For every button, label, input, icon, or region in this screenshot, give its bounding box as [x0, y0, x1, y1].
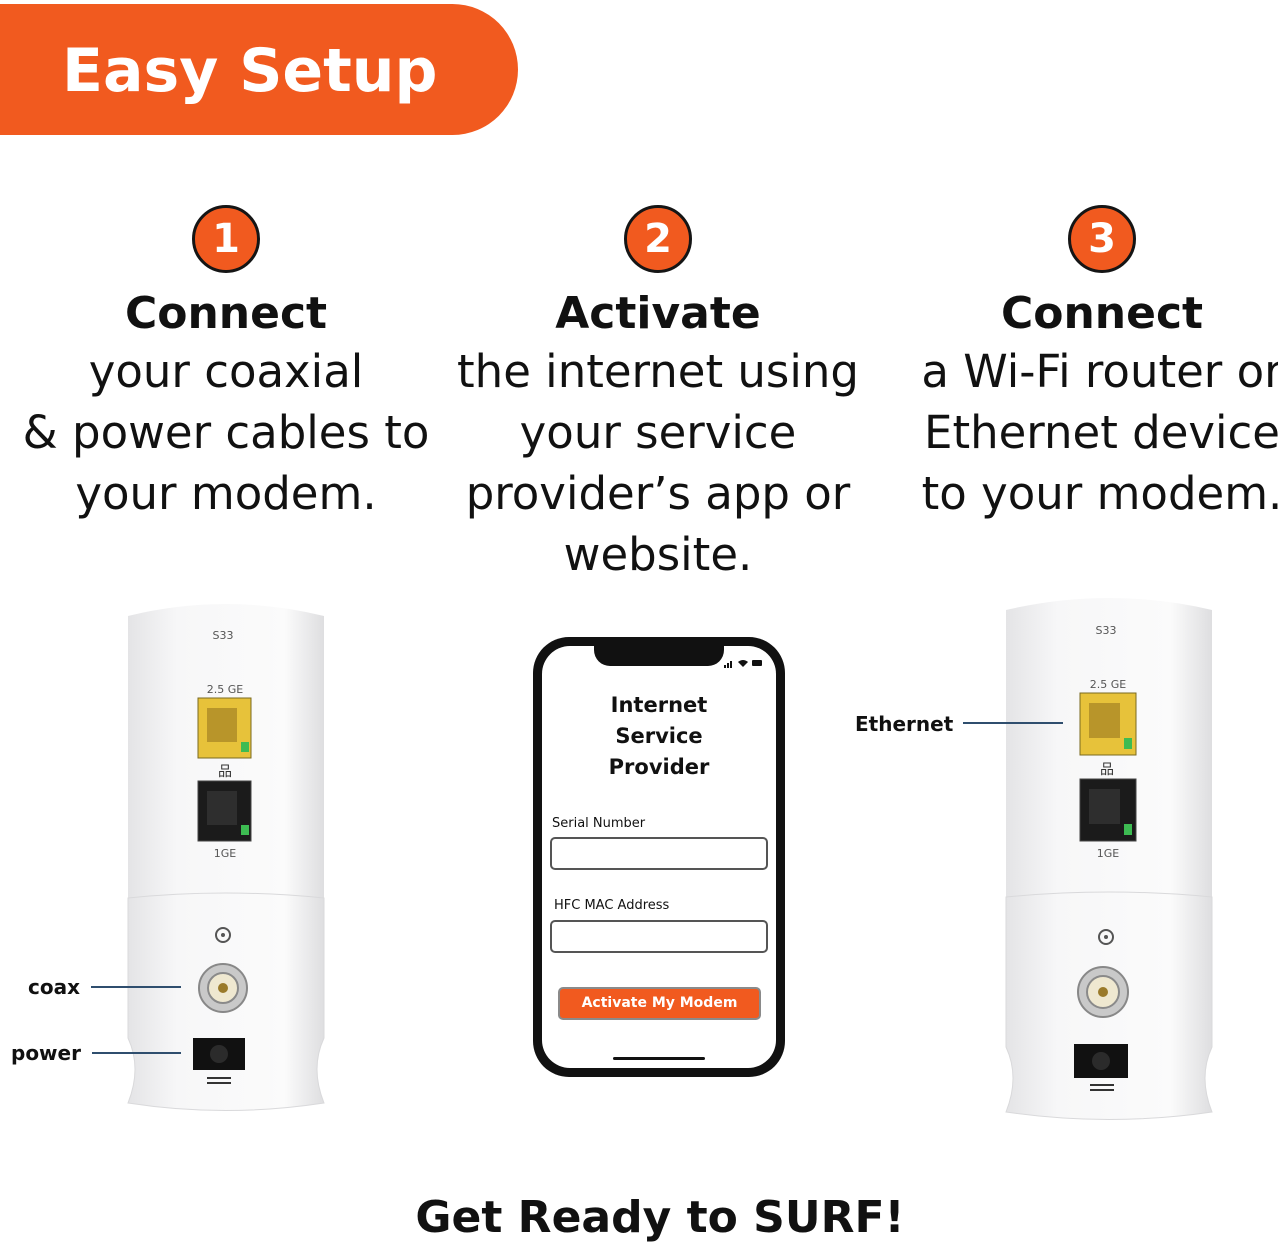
- ethernet-label: Ethernet: [855, 712, 954, 736]
- step-3-line: a Wi-Fi router or: [921, 345, 1278, 398]
- step-3-title: Connect: [1000, 288, 1204, 339]
- step-1-number-badge: 1: [192, 205, 260, 273]
- modem-right-model: S33: [1096, 624, 1117, 637]
- home-indicator-bar: [613, 1057, 705, 1060]
- modem-right-image: S33 2.5 GE 品 1GE: [1005, 598, 1213, 1120]
- signal-wifi-battery-icon: [724, 660, 762, 668]
- svg-text:品: 品: [218, 764, 232, 780]
- coax-label: coax: [28, 975, 80, 999]
- step-3-description: a Wi-Fi router or Ethernet device to you…: [900, 341, 1278, 524]
- step-2-line: your service: [519, 406, 797, 459]
- serial-number-label: Serial Number: [552, 816, 646, 831]
- step-1: 1 Connect your coaxial & power cables to…: [0, 205, 452, 524]
- step-1-line: your coaxial: [88, 345, 364, 398]
- hfc-mac-address-input[interactable]: [550, 920, 768, 953]
- coax-leader-line: [91, 986, 181, 988]
- power-label: power: [11, 1041, 81, 1065]
- isp-title-line: Service: [615, 724, 703, 748]
- step-3: 3 Connect a Wi-Fi router or Ethernet dev…: [900, 205, 1278, 524]
- isp-title-line: Internet: [610, 693, 708, 717]
- activate-my-modem-button[interactable]: Activate My Modem: [558, 987, 761, 1020]
- step-2-line: website.: [563, 528, 753, 581]
- get-ready-to-surf-tagline: Get Ready to SURF!: [415, 1192, 905, 1243]
- step-2-number-badge: 2: [624, 205, 692, 273]
- serial-number-input[interactable]: [550, 837, 768, 870]
- step-1-line: your modem.: [75, 467, 377, 520]
- step-3-number-badge: 3: [1068, 205, 1136, 273]
- banner-title: Easy Setup: [62, 36, 438, 106]
- modem-left-port-bottom-label: 1GE: [214, 847, 237, 860]
- isp-title-line: Provider: [608, 755, 710, 779]
- step-3-line: to your modem.: [921, 467, 1278, 520]
- step-3-line: Ethernet device: [924, 406, 1278, 459]
- phone-notch: [594, 646, 724, 666]
- step-1-description: your coaxial & power cables to your mode…: [0, 341, 452, 524]
- step-2-title: Activate: [555, 288, 761, 339]
- isp-title: Internet Service Provider: [542, 690, 776, 783]
- modem-right-port-bottom-label: 1GE: [1097, 847, 1120, 860]
- modem-left-model: S33: [213, 629, 234, 642]
- easy-setup-banner: Easy Setup: [0, 4, 518, 135]
- modem-left-image: S33 2.5 GE 品 1GE: [127, 604, 325, 1111]
- svg-text:品: 品: [1100, 762, 1114, 778]
- step-1-line: & power cables to: [22, 406, 430, 459]
- modem-left-port-top-label: 2.5 GE: [207, 683, 244, 696]
- power-leader-line: [92, 1052, 181, 1054]
- step-2-line: the internet using: [457, 345, 859, 398]
- hfc-mac-address-label: HFC MAC Address: [554, 898, 670, 913]
- phone-mockup: Internet Service Provider Serial Number …: [533, 637, 785, 1077]
- step-2-description: the internet using your service provider…: [438, 341, 878, 585]
- ethernet-leader-line: [963, 722, 1063, 724]
- phone-screen: Internet Service Provider Serial Number …: [542, 646, 776, 1068]
- step-1-title: Connect: [124, 288, 328, 339]
- step-2-line: provider’s app or: [465, 467, 851, 520]
- modem-right-port-top-label: 2.5 GE: [1090, 678, 1127, 691]
- step-2: 2 Activate the internet using your servi…: [438, 205, 878, 585]
